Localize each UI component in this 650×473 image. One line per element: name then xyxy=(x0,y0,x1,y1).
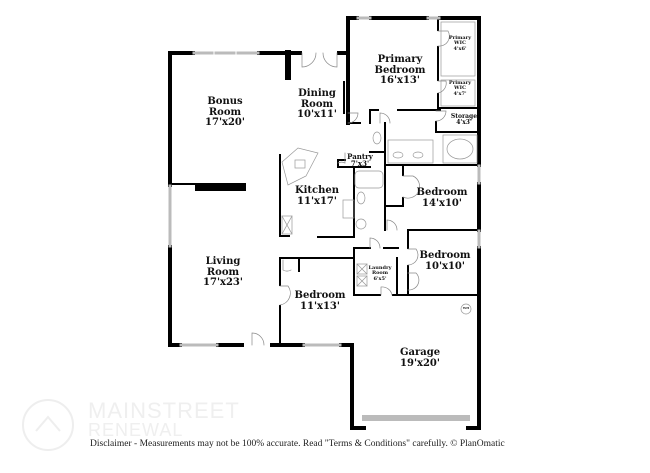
room-label-storage: Storage 4'x3' xyxy=(450,113,478,127)
room-label-primary-wic-2: Primary WIC 4'x7' xyxy=(448,80,472,97)
windows xyxy=(168,16,481,421)
room-label-laundry-room: Laundry Room 6'x5' xyxy=(368,265,392,282)
exterior-walls xyxy=(168,16,481,430)
room-label-bedroom-10x10: Bedroom 10'x10' xyxy=(419,250,471,272)
brand-watermark: MAINSTREET RENEWAL xyxy=(88,398,240,440)
room-label-kitchen: Kitchen 11'x17' xyxy=(294,185,340,207)
room-label-bedroom-14x10: Bedroom 14'x10' xyxy=(416,187,468,209)
brand-logo-icon xyxy=(22,399,74,451)
room-label-garage: Garage 19'x20' xyxy=(399,347,441,369)
door-swings xyxy=(251,30,450,346)
room-label-dining-room: Dining Room 10'x11' xyxy=(297,88,337,120)
room-label-pantry: Pantry 7'x3' xyxy=(347,152,373,169)
room-label-bedroom-11x13: Bedroom 11'x13' xyxy=(294,290,346,312)
room-label-living-room: Living Room 17'x23' xyxy=(203,256,243,288)
room-label-primary-bedroom: Primary Bedroom 16'x13' xyxy=(374,54,426,86)
disclaimer-text: Disclaimer - Measurements may not be 100… xyxy=(90,439,505,449)
room-label-primary-wic-1: Primary WIC 4'x6' xyxy=(448,35,472,52)
water-heater-label: WH xyxy=(462,306,470,310)
interior-walls xyxy=(171,17,480,346)
fixtures xyxy=(281,21,478,315)
room-label-bonus-room: Bonus Room 17'x20' xyxy=(205,96,245,128)
